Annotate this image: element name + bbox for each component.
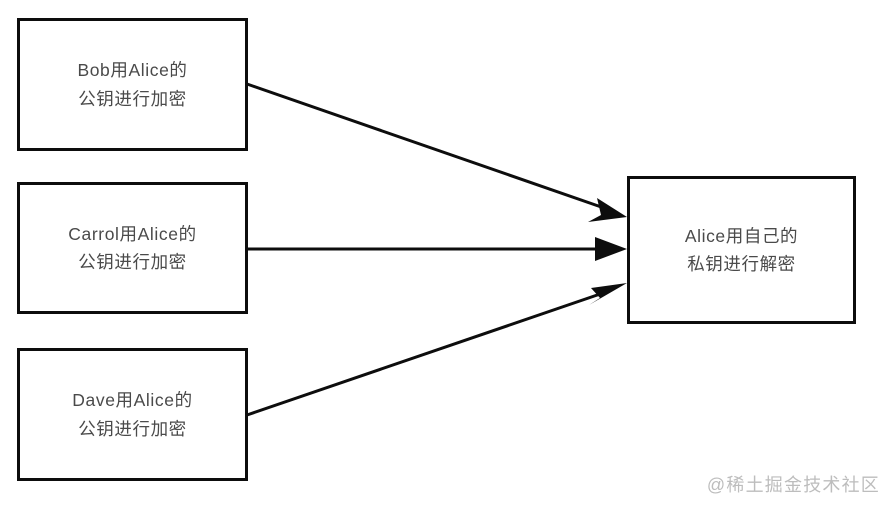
watermark-label: @稀土掘金技术社区: [706, 475, 880, 495]
edge-dave-to-alice: [246, 283, 627, 417]
edge-line-bob: [246, 82, 608, 211]
node-dave-line2: 公钥进行加密: [78, 418, 187, 439]
edge-carrol-to-alice: [247, 237, 627, 261]
edge-bob-to-alice: [246, 82, 627, 222]
node-alice-line2: 私钥进行解密: [687, 254, 796, 274]
node-dave-line1: Dave用Alice的: [72, 390, 193, 411]
node-bob[interactable]: Bob用Alice的 公钥进行加密: [17, 18, 248, 151]
node-alice-line1: Alice用自己的: [684, 225, 799, 246]
node-alice[interactable]: Alice用自己的 私钥进行解密: [627, 176, 856, 324]
arrowhead-bob: [588, 198, 627, 222]
arrowhead-dave: [589, 283, 627, 305]
node-carrol-line1: Carrol用Alice的: [68, 223, 197, 244]
edge-line-dave: [246, 290, 607, 417]
node-bob-line1: Bob用Alice的: [77, 60, 188, 81]
arrowhead-carrol: [595, 237, 627, 261]
node-carrol[interactable]: Carrol用Alice的 公钥进行加密: [17, 182, 248, 314]
node-bob-line2: 公钥进行加密: [78, 88, 187, 109]
node-carrol-line2: 公钥进行加密: [78, 252, 187, 272]
node-dave[interactable]: Dave用Alice的 公钥进行加密: [17, 348, 248, 481]
